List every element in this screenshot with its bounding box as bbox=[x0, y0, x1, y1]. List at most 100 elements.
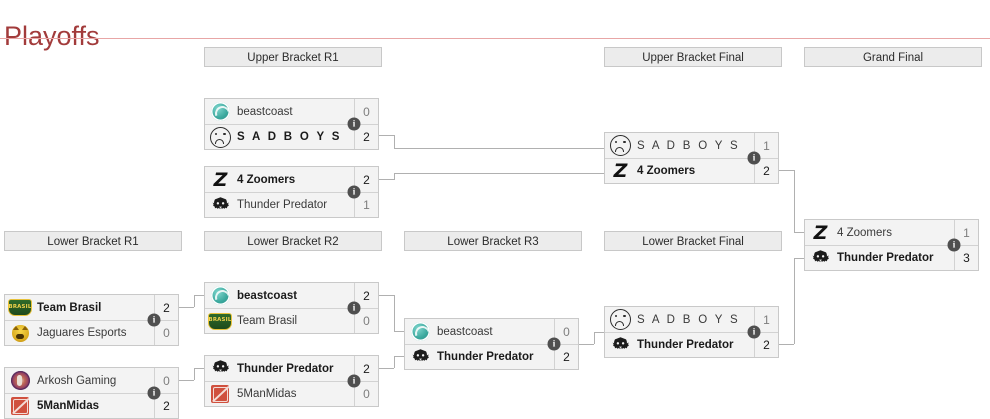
round-header-label: Lower Bracket R2 bbox=[247, 236, 339, 248]
match-info-icon[interactable]: i bbox=[747, 325, 761, 339]
connector-line bbox=[394, 173, 395, 180]
team-name: beastcoast bbox=[237, 289, 298, 302]
round-header-label: Lower Bracket R1 bbox=[47, 236, 139, 248]
thunder-logo-icon bbox=[205, 357, 235, 380]
connector-line bbox=[794, 258, 795, 344]
match-info-icon[interactable]: i bbox=[347, 301, 361, 315]
match-info-icon[interactable]: i bbox=[147, 386, 161, 400]
team-name: 4 Zoomers bbox=[237, 173, 296, 186]
match-row-top[interactable]: beastcoast 0 bbox=[205, 99, 378, 124]
connector-line bbox=[394, 356, 395, 368]
connector-line bbox=[379, 179, 394, 180]
match-info-icon[interactable]: i bbox=[347, 374, 361, 388]
team-score: 0 bbox=[354, 99, 378, 124]
sadboys-logo-icon bbox=[205, 126, 235, 149]
jaguares-logo-icon bbox=[5, 322, 35, 345]
team-name: beastcoast bbox=[437, 325, 493, 338]
match-info-icon[interactable]: i bbox=[347, 117, 361, 131]
team-name: 5ManMidas bbox=[37, 400, 99, 412]
zoomers-logo-icon: Z bbox=[613, 160, 628, 182]
team-name: Team Brasil bbox=[237, 315, 298, 327]
team-name: Arkosh Gaming bbox=[37, 374, 117, 387]
connector-line bbox=[794, 258, 804, 259]
connector-line bbox=[379, 135, 394, 136]
connector-line bbox=[179, 380, 194, 381]
team-name: S A D B O Y S bbox=[637, 139, 740, 152]
round-header-label: Grand Final bbox=[862, 52, 924, 64]
round-header-lower-bracket-r1[interactable]: Lower Bracket R1 bbox=[4, 231, 182, 251]
round-header-lower-bracket-final[interactable]: Lower Bracket Final bbox=[604, 231, 782, 251]
title-divider bbox=[0, 38, 990, 39]
sadboys-logo-icon bbox=[605, 308, 635, 331]
team-name: Jaguares Esports bbox=[37, 327, 127, 339]
round-header-upper-bracket-final[interactable]: Upper Bracket Final bbox=[604, 47, 782, 67]
team-name: S A D B O Y S bbox=[237, 131, 342, 143]
team-name: 5ManMidas bbox=[237, 388, 297, 400]
connector-line bbox=[194, 368, 204, 369]
beastcoast-logo-icon bbox=[205, 100, 235, 123]
connector-line bbox=[394, 148, 604, 149]
team-name: Thunder Predator bbox=[237, 199, 328, 211]
connector-line bbox=[194, 295, 204, 296]
match-info-icon[interactable]: i bbox=[347, 185, 361, 199]
round-header-lower-bracket-r2[interactable]: Lower Bracket R2 bbox=[204, 231, 382, 251]
midas-logo-icon bbox=[5, 395, 35, 418]
team-name: 4 Zoomers bbox=[637, 165, 696, 177]
round-header-label: Upper Bracket R1 bbox=[247, 52, 339, 64]
team-name: Thunder Predator bbox=[237, 362, 334, 375]
round-header-lower-bracket-r3[interactable]: Lower Bracket R3 bbox=[404, 231, 582, 251]
connector-line bbox=[194, 368, 195, 380]
match-info-icon[interactable]: i bbox=[147, 313, 161, 327]
connector-line bbox=[594, 332, 604, 333]
round-header-label: Lower Bracket Final bbox=[642, 236, 744, 248]
connector-line bbox=[179, 307, 194, 308]
round-header-upper-bracket-r1[interactable]: Upper Bracket R1 bbox=[204, 47, 382, 67]
team-name: beastcoast bbox=[237, 105, 293, 118]
round-header-grand-final[interactable]: Grand Final bbox=[804, 47, 982, 67]
match-info-icon[interactable]: i bbox=[547, 337, 561, 351]
brasil-logo-icon: BRASIL bbox=[5, 296, 35, 319]
arkosh-logo-icon bbox=[5, 369, 35, 392]
team-name: Thunder Predator bbox=[437, 351, 534, 363]
match-info-icon[interactable]: i bbox=[747, 151, 761, 165]
zoomers-logo-icon: Z bbox=[813, 221, 828, 244]
page-title: Playoffs bbox=[4, 21, 100, 52]
team-name: Thunder Predator bbox=[837, 252, 934, 264]
thunder-logo-icon bbox=[205, 194, 235, 217]
match-info-icon[interactable]: i bbox=[947, 238, 961, 252]
connector-line bbox=[579, 344, 594, 345]
sadboys-logo-icon bbox=[605, 134, 635, 157]
thunder-logo-icon bbox=[405, 346, 435, 369]
connector-line bbox=[379, 368, 394, 369]
team-name: Thunder Predator bbox=[637, 339, 734, 351]
team-name: 4 Zoomers bbox=[837, 226, 892, 239]
thunder-logo-icon bbox=[805, 247, 835, 270]
thunder-logo-icon bbox=[605, 334, 635, 357]
midas-logo-icon bbox=[205, 383, 235, 406]
team-name: S A D B O Y S bbox=[637, 313, 740, 326]
connector-line bbox=[394, 135, 395, 148]
connector-line bbox=[394, 331, 404, 332]
connector-line bbox=[194, 295, 195, 307]
team-score: 2 bbox=[354, 125, 378, 149]
